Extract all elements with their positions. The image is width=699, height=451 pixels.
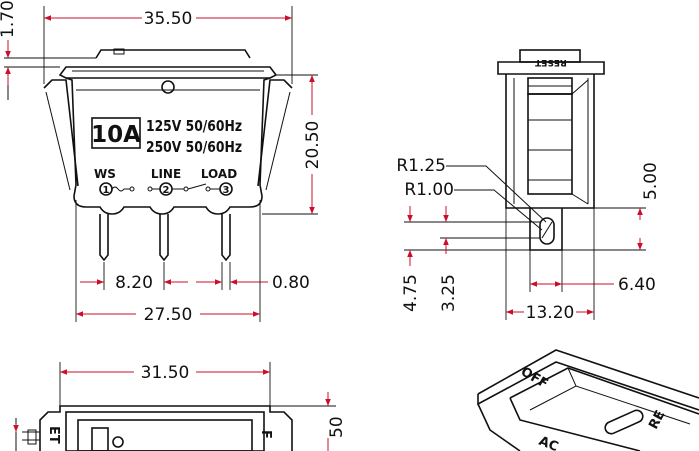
isometric-view: OFF AC RE xyxy=(477,349,699,451)
terminal-load-label: LOAD xyxy=(201,167,237,181)
front-view: 10A 125V 50/60Hz 250V 50/60Hz WS LINE LO… xyxy=(0,0,323,325)
terminal-1-number: 1 xyxy=(103,185,110,196)
terminal-3-number: 3 xyxy=(223,185,230,196)
terminal-ws-label: WS xyxy=(94,167,116,181)
off-label: OFF xyxy=(518,364,550,391)
dim-width-640: 6.40 xyxy=(618,275,656,295)
dim-bottom-width: 31.50 xyxy=(141,363,190,383)
dim-width-top: 35.50 xyxy=(144,9,193,29)
voltage-125-label: 125V 50/60Hz xyxy=(146,117,242,135)
dim-radius-100: R1.00 xyxy=(404,180,454,200)
dim-bottom-partial: 50 xyxy=(327,416,347,438)
dim-height-325: 3.25 xyxy=(439,274,459,312)
dim-pin-thickness: 0.80 xyxy=(272,273,310,293)
side-view: RESET R1.25 R1.00 5.00 4.75 xyxy=(396,49,661,323)
re-label: RE xyxy=(646,408,668,432)
rating-label: 10A xyxy=(91,122,141,148)
dim-height-side: 20.50 xyxy=(303,121,323,170)
dim-pin-pitch: 8.20 xyxy=(115,273,153,293)
dim-body-width: 27.50 xyxy=(144,305,193,325)
bottom-left-letters: ET xyxy=(46,426,61,444)
reset-label: RESET xyxy=(534,57,567,67)
dim-width-1320: 13.20 xyxy=(526,303,575,323)
dim-radius-125: R1.25 xyxy=(396,156,446,176)
bottom-right-letters: F xyxy=(258,430,273,439)
ac-label: AC xyxy=(537,434,561,451)
voltage-250-label: 250V 50/60Hz xyxy=(146,138,242,156)
dim-height-475: 4.75 xyxy=(401,274,421,312)
terminal-line-label: LINE xyxy=(151,167,181,181)
terminal-2-number: 2 xyxy=(163,185,170,196)
bottom-view: 31.50 ET F 50 xyxy=(13,362,347,451)
dim-rocker-offset: 1.70 xyxy=(0,0,18,38)
dim-height-500: 5.00 xyxy=(641,162,661,200)
